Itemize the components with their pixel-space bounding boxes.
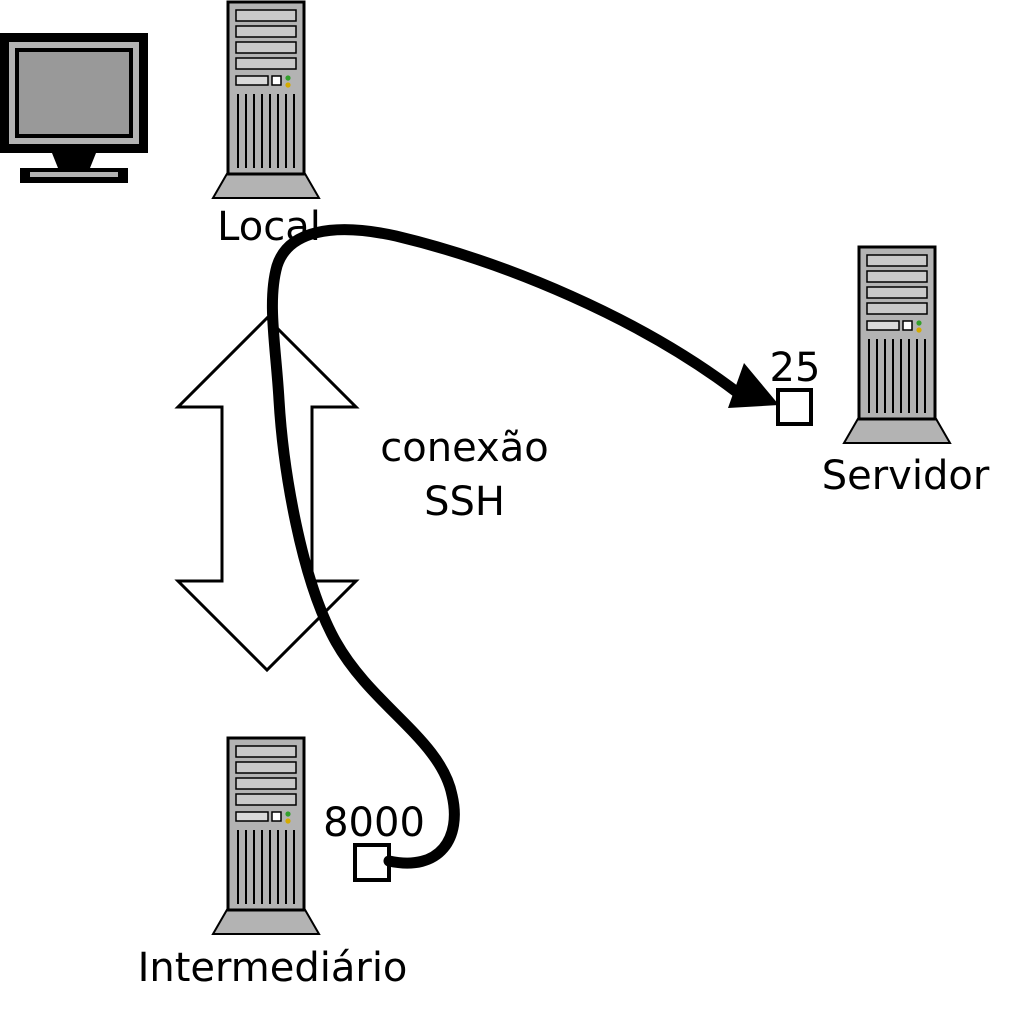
local-label: Local bbox=[217, 204, 321, 250]
intermediario-tower-icon bbox=[211, 736, 321, 936]
port-25-box bbox=[776, 388, 813, 426]
servidor-label: Servidor bbox=[821, 453, 990, 499]
tunnel-curve bbox=[266, 224, 744, 869]
connection-label-line2: SSH bbox=[424, 479, 505, 525]
servidor-tower-icon bbox=[842, 245, 952, 445]
port-25-label: 25 bbox=[769, 345, 821, 391]
intermediario-label: Intermediário bbox=[137, 945, 408, 991]
connection-label: conexão SSH bbox=[352, 421, 577, 529]
connection-label-line1: conexão bbox=[380, 425, 549, 471]
port-8000-label: 8000 bbox=[323, 800, 425, 846]
crt-monitor-icon bbox=[0, 33, 148, 183]
local-tower-icon bbox=[211, 0, 321, 200]
tunnel-arrowhead-icon bbox=[728, 363, 779, 408]
